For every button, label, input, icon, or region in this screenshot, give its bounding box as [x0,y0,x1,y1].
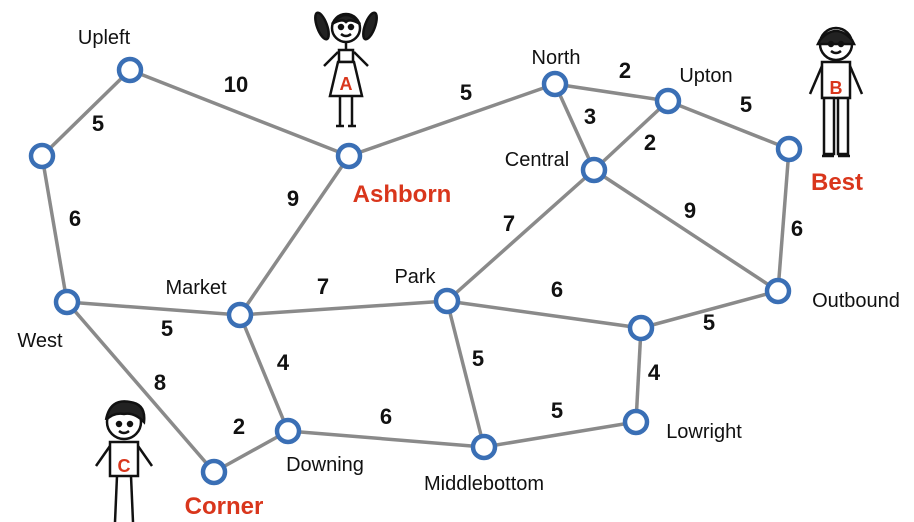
edge-weight: 8 [154,370,166,395]
edge-best-outbound [776,148,791,292]
node-best [775,135,803,163]
edge-weight: 4 [277,350,290,375]
edge-central-park [445,168,596,303]
edge-weight: 10 [224,72,248,97]
node-right-mid [627,314,655,342]
edges-layer [40,68,791,474]
edge-north-central [553,83,596,171]
character-b-letter: B [830,78,843,98]
node-label-market: Market [165,277,227,299]
edge-central-outbound [593,168,779,293]
edge-right-mid-lowright [634,327,643,423]
node-label-upleft: Upleft [78,27,131,49]
node-lowright [622,408,650,436]
node-outbound [764,277,792,305]
edge-weight: 5 [551,398,563,423]
edge-weight: 5 [703,310,715,335]
node-central [580,156,608,184]
character-a-icon: A [314,11,378,128]
edge-weight: 5 [161,316,173,341]
node-label-middlebottom: Middlebottom [424,473,544,495]
node-upton [654,87,682,115]
edge-ashborn-north [348,82,556,158]
node-west-top [28,142,56,170]
edge-west-market [66,300,241,317]
edge-market-downing [238,314,290,432]
node-label-lowright: Lowright [666,421,742,443]
edge-park-right-mid [446,299,642,330]
node-label-central: Central [505,149,569,171]
edge-weight: 7 [503,211,515,236]
edge-middlebottom-lowright [483,420,637,449]
edge-park-middlebottom [445,300,486,448]
edge-north-upton [554,82,669,103]
node-upleft [116,56,144,84]
edge-weight: 7 [317,274,329,299]
node-park [433,287,461,315]
edge-weight: 2 [619,58,631,83]
edge-weight: 6 [69,206,81,231]
edge-weight: 6 [380,404,392,429]
character-c-icon: C [94,400,154,522]
node-downing [274,417,302,445]
edge-west-top-west [40,155,69,303]
edge-weight: 5 [740,92,752,117]
character-c-letter: C [118,456,131,476]
edge-upton-best [667,99,790,151]
edge-market-park [239,299,448,317]
node-north [541,70,569,98]
edge-ashborn-market [238,155,351,316]
edge-west-corner [65,300,216,474]
edge-weight: 5 [472,346,484,371]
node-corner [200,458,228,486]
nodes-layer [28,56,803,486]
node-label-upton: Upton [679,65,732,87]
edge-corner-downing [213,429,289,474]
node-label-outbound: Outbound [812,290,900,312]
edge-right-mid-outbound [640,289,779,330]
edge-downing-middlebottom [287,429,485,449]
node-label-park: Park [394,266,436,288]
node-market [226,301,254,329]
edge-weight: 2 [233,414,245,439]
character-a-letter: A [340,74,353,94]
edge-weight: 9 [287,186,299,211]
edge-weight: 6 [791,216,803,241]
node-ashborn [335,142,363,170]
edge-weight: 6 [551,277,563,302]
edge-upton-central [592,99,670,172]
node-label-best: Best [811,169,863,196]
edge-weight: 4 [648,360,661,385]
edge-weight: 9 [684,198,696,223]
node-label-downing: Downing [286,454,364,476]
edge-weight: 5 [460,80,472,105]
node-label-ashborn: Ashborn [353,181,452,208]
edge-upleft-west-top [40,68,132,158]
character-b-icon: B [808,26,864,158]
node-label-corner: Corner [185,493,264,520]
edge-weight: 3 [584,104,596,129]
edge-weight: 5 [92,111,104,136]
node-west [53,288,81,316]
edge-weight: 2 [644,130,656,155]
edge-upleft-ashborn [129,68,350,158]
node-label-north: North [532,47,581,69]
node-middlebottom [470,433,498,461]
node-label-west: West [17,330,63,352]
